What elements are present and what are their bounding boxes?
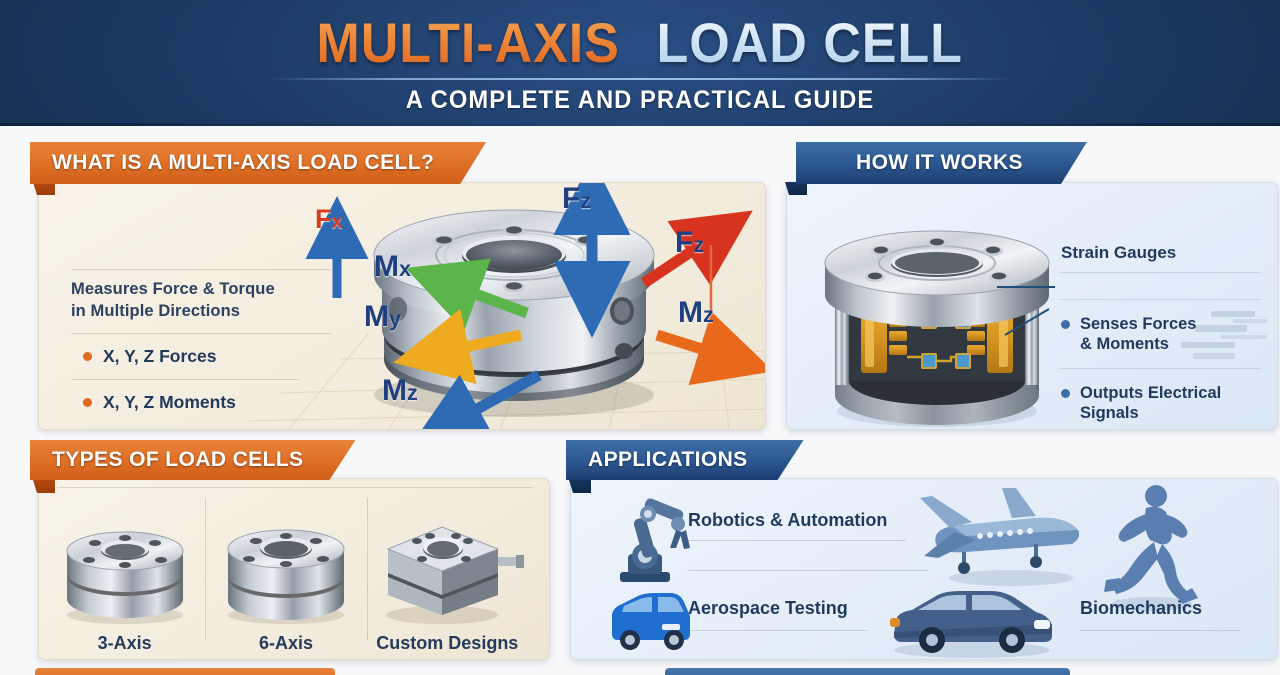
what-bullet-moments: X, Y, Z Moments — [71, 380, 331, 425]
how-bullet-senses: Senses Forces & Moments — [1059, 300, 1261, 368]
moment-label-my: My — [364, 300, 402, 333]
divider — [1059, 299, 1261, 300]
divider — [71, 378, 299, 380]
next-panel-banner-left-partial — [35, 668, 335, 675]
how-bullet-line1: Outputs Electrical — [1080, 384, 1222, 403]
next-panel-banner-right-partial — [665, 668, 1070, 675]
how-bullet-line1: Senses Forces — [1080, 315, 1197, 333]
app-label-robotics: Robotics & Automation — [688, 510, 888, 530]
app-label-biomechanics: Biomechanics — [1080, 598, 1203, 618]
type-item-6-axis: 6-Axis — [205, 488, 366, 658]
panel-how-banner: HOW IT WORKS — [796, 142, 1087, 184]
type-label: Custom Designs — [376, 633, 519, 653]
type-label: 6-Axis — [258, 633, 313, 653]
moment-label-mz-right: Mz — [678, 296, 714, 329]
how-bullet-line2: & Moments — [1080, 335, 1169, 354]
panel-what-banner: WHAT IS A MULTI-AXIS LOAD CELL? — [30, 142, 486, 184]
title-part-multi-axis: MULTI-AXIS — [316, 11, 621, 74]
what-lead-line2: in Multiple Directions — [71, 301, 241, 320]
type-label: 3-Axis — [97, 633, 152, 653]
types-grid: 3-Axis 6 — [44, 488, 528, 658]
divider — [71, 332, 331, 334]
divider — [688, 630, 868, 631]
title-part-load-cell: LOAD CELL — [656, 11, 964, 74]
airplane-icon — [920, 488, 1080, 586]
what-lead-line1: Measures Force & Torque — [71, 280, 275, 298]
what-bullet-forces: X, Y, Z Forces — [71, 334, 331, 379]
type-item-3-axis: 3-Axis — [44, 488, 205, 658]
square-load-cell-icon — [386, 526, 525, 624]
what-bullet-label: X, Y, Z Forces — [103, 345, 217, 366]
bullet-dot-icon — [1061, 320, 1070, 329]
panel-applications-banner: APPLICATIONS — [566, 440, 804, 480]
page-title: MULTI-AXIS LOAD CELL — [0, 10, 1280, 75]
divider — [1059, 368, 1261, 370]
runner-icon — [1104, 485, 1198, 611]
bullet-dot-icon — [1061, 389, 1070, 399]
banner-fold — [569, 480, 591, 493]
panel-what-is-a-multi-axis-load-cell: WHAT IS A MULTI-AXIS LOAD CELL? — [30, 142, 766, 430]
moment-label-mx: Mx — [374, 250, 412, 283]
divider — [688, 570, 928, 571]
divider — [1059, 272, 1261, 273]
bullet-dot-icon — [83, 351, 92, 361]
title-divider — [270, 78, 1010, 80]
panel-what-card: Measures Force & Torque in Multiple Dire… — [38, 182, 766, 430]
divider — [57, 487, 533, 488]
divider — [688, 540, 906, 541]
type-item-custom-designs: Custom Designs — [366, 488, 528, 658]
how-bullet-outputs: Outputs Electrical Signals — [1059, 369, 1261, 429]
page-header: MULTI-AXIS LOAD CELL A COMPLETE AND PRACT… — [0, 0, 1280, 126]
divider — [1080, 630, 1240, 631]
round-load-cell-icon — [227, 529, 345, 624]
signal-bars-decoration — [1181, 311, 1267, 359]
bullet-dot-icon — [83, 397, 92, 407]
how-it-works-list: Strain Gauges Senses Forces & Moments Ou… — [1059, 239, 1261, 429]
banner-fold — [33, 480, 55, 493]
divider — [71, 269, 331, 270]
app-label-aerospace: Aerospace Testing — [688, 598, 848, 618]
how-bullet-line2: Signals — [1080, 404, 1139, 423]
sedan-car-icon — [890, 591, 1052, 658]
panel-types-of-load-cells: TYPES OF LOAD CELLS — [30, 440, 550, 660]
panel-types-banner: TYPES OF LOAD CELLS — [30, 440, 355, 480]
round-load-cell-icon — [66, 531, 184, 624]
panel-how-it-works: HOW IT WORKS — [782, 142, 1278, 430]
force-arrows — [305, 183, 765, 429]
robot-arm-icon — [620, 498, 690, 582]
force-label-fz-diagonal: Fz — [675, 226, 705, 259]
what-text-block: Measures Force & Torque in Multiple Dire… — [71, 269, 331, 425]
panel-how-card: Strain Gauges Senses Forces & Moments Ou… — [786, 182, 1278, 430]
banner-fold — [785, 182, 807, 195]
force-label-fx: Fx — [315, 204, 343, 234]
what-bullet-label: X, Y, Z Moments — [103, 391, 236, 412]
what-lead-text: Measures Force & Torque in Multiple Dire… — [71, 270, 331, 333]
moment-label-mz-bottom: Mz — [382, 374, 418, 407]
callout-lines — [997, 286, 1055, 336]
page-subtitle: A COMPLETE AND PRACTICAL GUIDE — [405, 86, 875, 114]
panel-applications: APPLICATIONS Robotics & Automation Aeros… — [566, 440, 1278, 660]
car-icon — [612, 593, 690, 650]
how-callout-strain-gauges: Strain Gauges — [1061, 243, 1177, 262]
banner-fold — [33, 182, 55, 195]
force-label-fz-vertical: Fz — [562, 182, 592, 215]
cutaway-load-cell-illustration — [824, 230, 1050, 427]
